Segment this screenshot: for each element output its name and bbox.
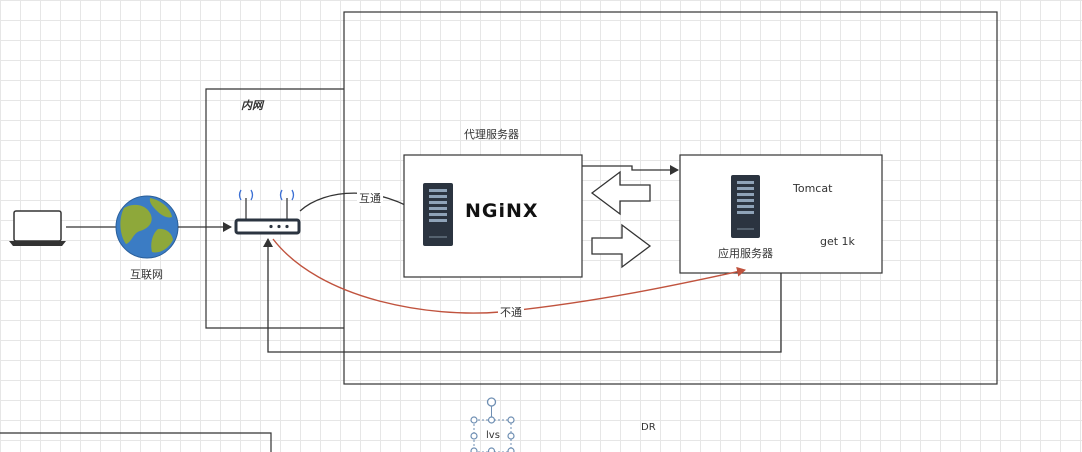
return-path-line bbox=[263, 238, 782, 353]
app-server-icon bbox=[731, 175, 760, 238]
proxy-server-label: 代理服务器 bbox=[464, 128, 519, 141]
intranet-box[interactable] bbox=[205, 88, 344, 329]
partial-bottom-box[interactable] bbox=[0, 432, 272, 452]
router-icon bbox=[234, 189, 301, 235]
globe-icon bbox=[115, 195, 179, 259]
lvs-label: lvs bbox=[486, 430, 500, 441]
app-server-box[interactable] bbox=[679, 154, 883, 274]
intranet-label: 内网 bbox=[241, 99, 263, 112]
laptop-icon bbox=[9, 210, 66, 246]
lvs-node[interactable] bbox=[470, 397, 515, 452]
dr-label: DR bbox=[641, 422, 656, 433]
not-connected-label: 不通 bbox=[498, 304, 524, 320]
nginx-server-icon bbox=[423, 183, 453, 246]
get-1k-label: get 1k bbox=[820, 235, 855, 248]
outer-network-box[interactable] bbox=[343, 11, 998, 385]
app-server-label: 应用服务器 bbox=[718, 247, 773, 260]
internet-label: 互联网 bbox=[130, 268, 163, 281]
nginx-app-connector bbox=[582, 165, 679, 175]
connected-label: 互通 bbox=[357, 190, 383, 206]
response-arrow-left[interactable] bbox=[590, 170, 651, 216]
nginx-logo: NGiNX bbox=[465, 200, 539, 222]
request-arrow-right[interactable] bbox=[591, 223, 652, 269]
tomcat-label: Tomcat bbox=[793, 182, 833, 195]
